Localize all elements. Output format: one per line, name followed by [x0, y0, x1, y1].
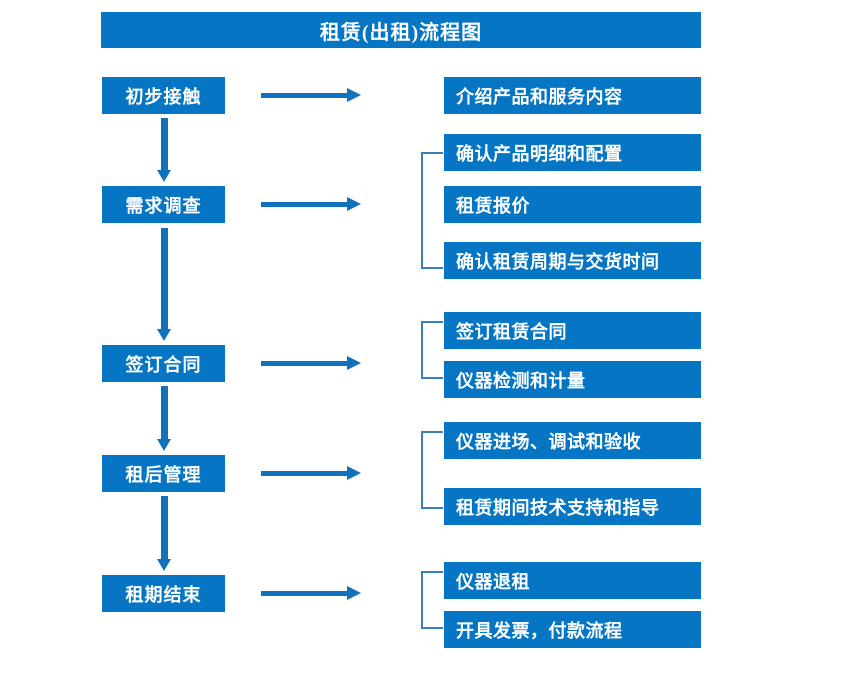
detail-box-9[interactable]: 仪器退租: [444, 562, 701, 599]
detail-box-7[interactable]: 仪器进场、调试和验收: [444, 422, 701, 459]
group-bracket-3: [421, 321, 443, 379]
detail-box-3[interactable]: 租赁报价: [444, 186, 701, 223]
page-title: 租赁(出租)流程图: [101, 12, 701, 48]
group-bracket-4: [421, 431, 443, 509]
stage-box-2[interactable]: 需求调查: [102, 186, 225, 223]
group-bracket-2: [421, 152, 443, 269]
branch-arrow-right-5: [261, 586, 365, 600]
detail-box-1[interactable]: 介绍产品和服务内容: [444, 77, 701, 114]
detail-box-8[interactable]: 租赁期间技术支持和指导: [444, 488, 701, 525]
branch-arrow-right-4: [261, 466, 365, 480]
branch-arrow-right-2: [261, 197, 365, 211]
detail-box-5[interactable]: 签订租赁合同: [444, 312, 701, 349]
stage-box-3[interactable]: 签订合同: [102, 345, 225, 382]
flow-arrow-down-2: [157, 228, 172, 341]
stage-box-5[interactable]: 租期结束: [102, 575, 225, 612]
detail-box-4[interactable]: 确认租赁周期与交货时间: [444, 242, 701, 279]
branch-arrow-right-1: [261, 88, 365, 102]
branch-arrow-right-3: [261, 356, 365, 370]
group-bracket-5: [421, 571, 443, 629]
stage-box-1[interactable]: 初步接触: [102, 77, 225, 114]
detail-box-10[interactable]: 开具发票，付款流程: [444, 611, 701, 648]
detail-box-6[interactable]: 仪器检测和计量: [444, 361, 701, 398]
flow-arrow-down-3: [157, 386, 172, 451]
detail-box-2[interactable]: 确认产品明细和配置: [444, 134, 701, 171]
stage-box-4[interactable]: 租后管理: [102, 455, 225, 492]
flow-arrow-down-1: [157, 118, 172, 182]
flow-arrow-down-4: [157, 496, 172, 571]
